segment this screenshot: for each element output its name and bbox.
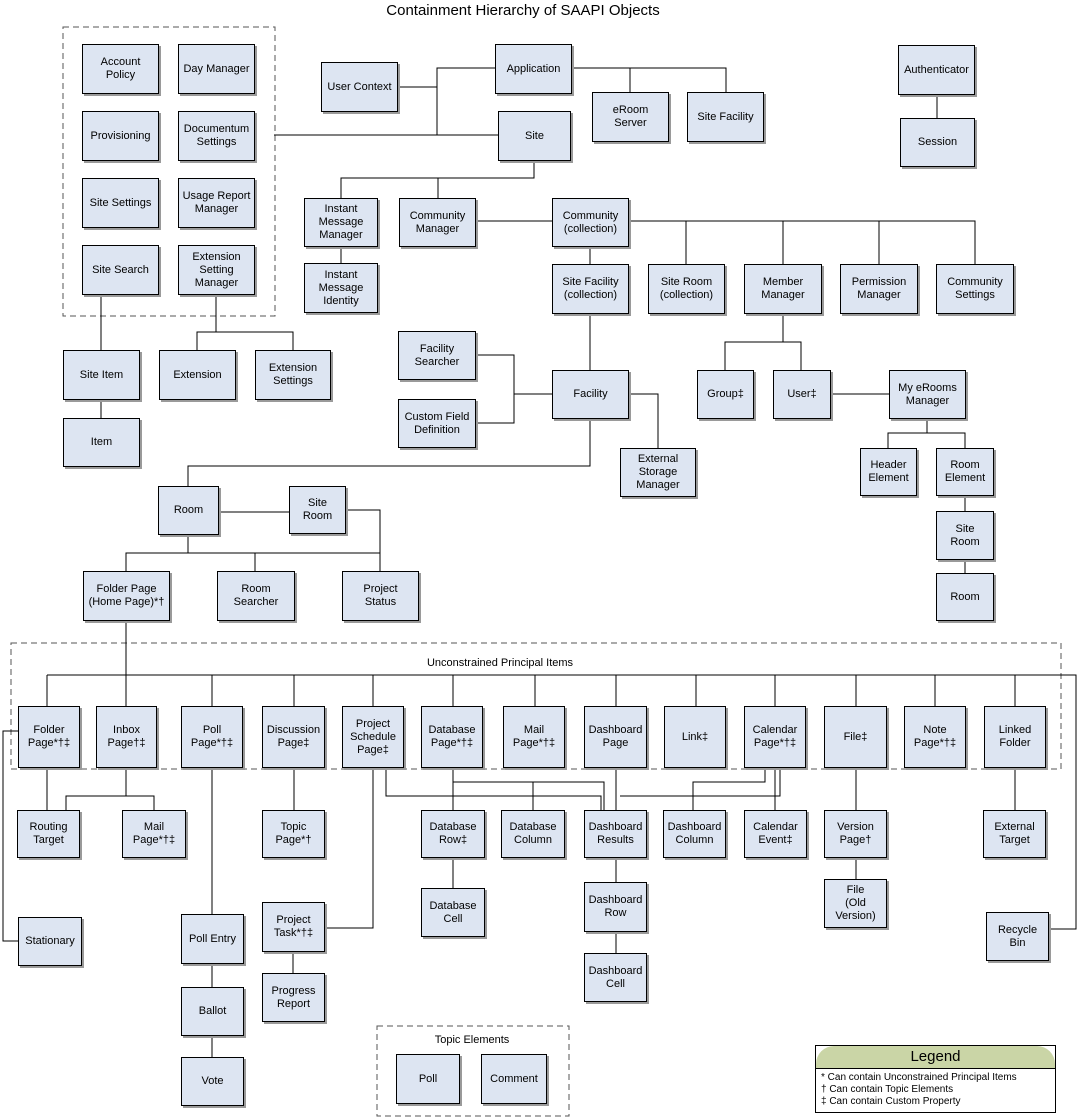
site-facility-node: Site Facility	[687, 92, 764, 142]
ballot-node: Ballot	[181, 987, 244, 1036]
poll-node: Poll	[396, 1054, 460, 1104]
dashboard-page-node: Dashboard Page	[584, 706, 647, 768]
poll-entry-node: Poll Entry	[181, 914, 244, 964]
note-page-node: Note Page*†‡	[904, 706, 966, 768]
legend-title: Legend	[816, 1046, 1055, 1069]
legend: Legend * Can contain Unconstrained Princ…	[815, 1045, 1056, 1113]
community-settings-node: Community Settings	[936, 264, 1014, 314]
site-search-node: Site Search	[82, 245, 159, 295]
database-column-node: Database Column	[501, 810, 565, 858]
member-manager-node: Member Manager	[744, 264, 822, 314]
unconstrained-items-group-boundary	[10, 642, 1062, 770]
instant-message-identity-node: Instant Message Identity	[304, 263, 378, 313]
site-room-right-node: Site Room	[936, 511, 994, 560]
mail-page-sub-node: Mail Page*†‡	[122, 810, 186, 858]
unconstrained-items-label: Unconstrained Principal Items	[426, 657, 574, 669]
application-node: Application	[495, 44, 572, 94]
extension-setting-manager-node: Extension Setting Manager	[178, 245, 255, 295]
site-node: Site	[498, 111, 571, 161]
session-node: Session	[900, 118, 975, 167]
header-element-node: Header Element	[860, 448, 917, 496]
inbox-page-node: Inbox Page†‡	[96, 706, 157, 768]
instant-message-manager-node: Instant Message Manager	[304, 198, 378, 247]
topic-elements-label: Topic Elements	[434, 1034, 510, 1046]
database-row-node: Database Row‡	[421, 810, 485, 858]
legend-item-dagger: † Can contain Topic Elements	[821, 1084, 954, 1095]
site-item-node: Site Item	[63, 350, 140, 400]
day-manager-node: Day Manager	[178, 44, 255, 94]
topic-elements-group-boundary	[376, 1025, 570, 1117]
site-settings-group-boundary	[62, 26, 276, 317]
calendar-event-node: Calendar Event‡	[744, 810, 807, 858]
link-node: Link‡	[664, 706, 726, 768]
my-erooms-manager-node: My eRooms Manager	[889, 370, 966, 419]
room-node: Room	[158, 486, 219, 535]
vote-node: Vote	[181, 1057, 244, 1106]
mail-page-top-node: Mail Page*†‡	[503, 706, 565, 768]
dashboard-column-node: Dashboard Column	[663, 810, 726, 858]
extension-settings-node: Extension Settings	[255, 350, 331, 400]
discussion-page-node: Discussion Page‡	[262, 706, 325, 768]
user-node: User‡	[773, 370, 831, 419]
extension-node: Extension	[159, 350, 236, 400]
progress-report-node: Progress Report	[262, 973, 325, 1022]
folder-page-node: Folder Page*†‡	[18, 706, 80, 768]
site-facility-collection-node: Site Facility (collection)	[552, 264, 629, 314]
linked-folder-node: Linked Folder	[984, 706, 1046, 768]
legend-item-double-dagger: ‡ Can contain Custom Property	[821, 1096, 961, 1107]
group-node: Group‡	[697, 370, 754, 419]
legend-item-asterisk: * Can contain Unconstrained Principal It…	[821, 1072, 1017, 1083]
room-element-node: Room Element	[936, 448, 994, 496]
routing-target-node: Routing Target	[17, 810, 80, 858]
dashboard-results-node: Dashboard Results	[584, 810, 647, 858]
custom-field-definition-node: Custom Field Definition	[398, 399, 476, 448]
topic-page-node: Topic Page*†	[262, 810, 325, 858]
site-settings-node: Site Settings	[82, 178, 159, 228]
facility-searcher-node: Facility Searcher	[398, 331, 476, 380]
room-searcher-node: Room Searcher	[217, 571, 295, 621]
stationary-node: Stationary	[18, 917, 82, 966]
file-old-version-node: File (Old Version)	[824, 879, 887, 928]
comment-node: Comment	[481, 1054, 547, 1104]
external-storage-manager-node: External Storage Manager	[620, 448, 696, 497]
room-right-node: Room	[936, 573, 994, 621]
usage-report-manager-node: Usage Report Manager	[178, 178, 255, 228]
account-policy-node: Account Policy	[82, 44, 159, 94]
version-page-node: Version Page†	[824, 810, 887, 858]
calendar-page-node: Calendar Page*†‡	[744, 706, 806, 768]
dashboard-row-node: Dashboard Row	[584, 882, 647, 932]
facility-node: Facility	[552, 370, 629, 419]
recycle-bin-node: Recycle Bin	[986, 912, 1049, 961]
community-manager-node: Community Manager	[399, 198, 476, 247]
project-schedule-page-node: Project Schedule Page‡	[342, 706, 404, 768]
provisioning-node: Provisioning	[82, 111, 159, 161]
item-node: Item	[63, 418, 140, 467]
community-collection-node: Community (collection)	[552, 198, 629, 247]
authenticator-node: Authenticator	[898, 45, 975, 95]
dashboard-cell-node: Dashboard Cell	[584, 953, 647, 1002]
site-room-collection-node: Site Room (collection)	[648, 264, 725, 314]
connectors	[2, 67, 1077, 1057]
file-node: File‡	[824, 706, 887, 768]
user-context-node: User Context	[321, 62, 398, 112]
database-cell-node: Database Cell	[421, 888, 485, 937]
poll-page-node: Poll Page*†‡	[181, 706, 243, 768]
diagram-title: Containment Hierarchy of SAAPI Objects	[386, 2, 660, 19]
database-page-node: Database Page*†‡	[421, 706, 483, 768]
eroom-server-node: eRoom Server	[592, 92, 669, 142]
site-room-node: Site Room	[289, 486, 346, 534]
documentum-settings-node: Documentum Settings	[178, 111, 255, 161]
external-target-node: External Target	[983, 810, 1046, 858]
group-boundaries	[10, 26, 1062, 1117]
project-task-node: Project Task*†‡	[262, 902, 325, 952]
project-status-node: Project Status	[342, 571, 419, 621]
folder-page-home-node: Folder Page (Home Page)*†	[83, 571, 170, 621]
permission-manager-node: Permission Manager	[840, 264, 918, 314]
